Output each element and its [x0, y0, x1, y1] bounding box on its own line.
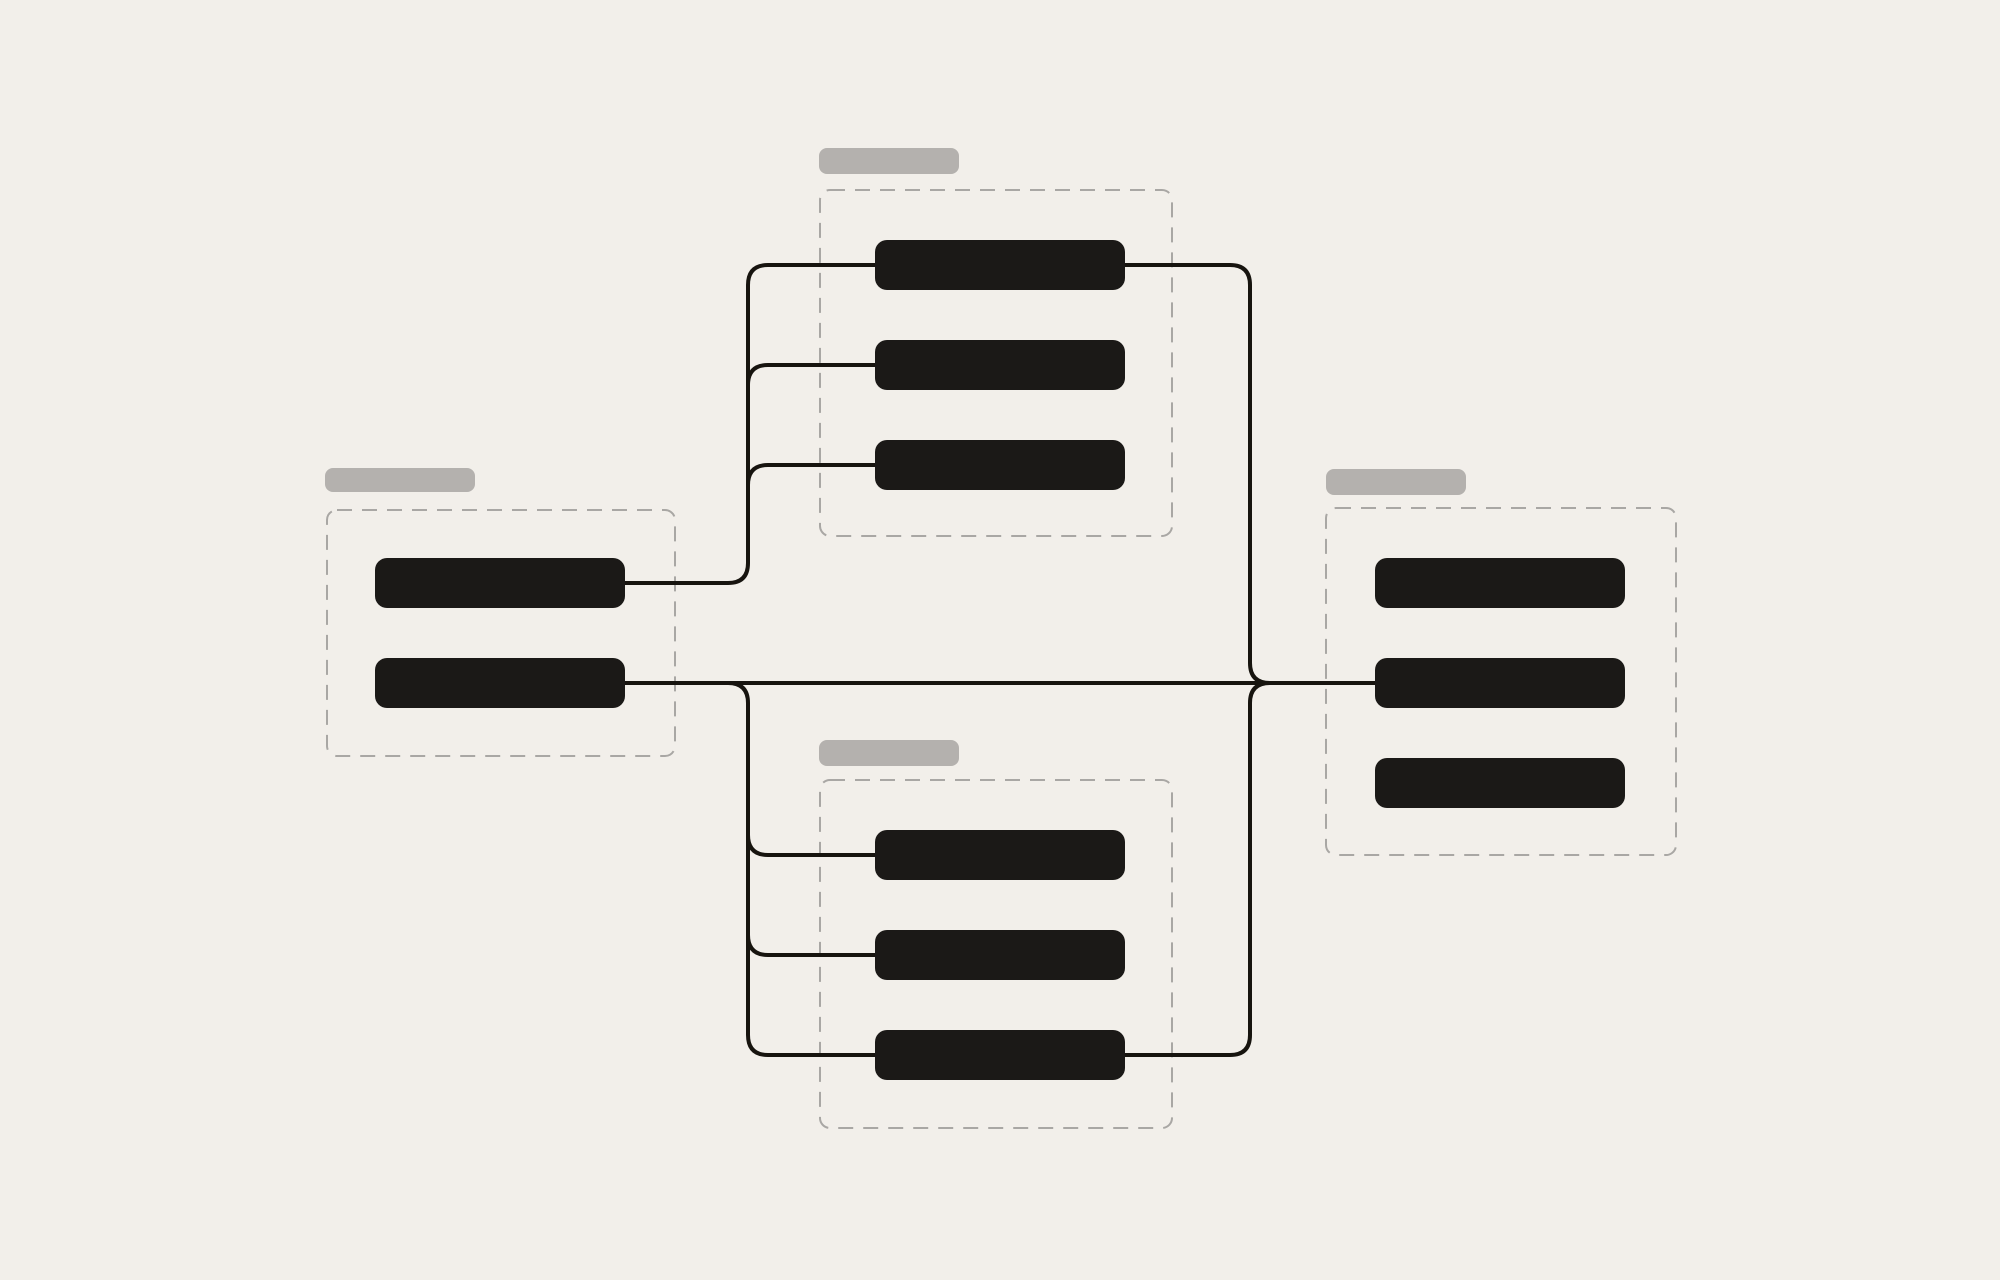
group-bottom-label-bar — [819, 740, 959, 766]
left-node-1-placeholder — [375, 558, 625, 608]
group-top-nodes — [820, 190, 1172, 536]
group-top-label-bar — [819, 148, 959, 174]
bottom-node-2-placeholder — [875, 930, 1125, 980]
left-node-2-placeholder — [375, 658, 625, 708]
group-left-label-bar — [325, 468, 475, 492]
group-left-nodes — [327, 510, 675, 756]
edge-left2-to-bottom1 — [746, 834, 875, 857]
bottom-node-3-placeholder — [875, 1030, 1125, 1080]
edge-left1-to-top2 — [746, 363, 875, 386]
edge-left2-to-bottom3 — [727, 681, 875, 1057]
bottom-node-1-placeholder — [875, 830, 1125, 880]
edge-left2-to-bottom2 — [746, 934, 875, 957]
group-right-nodes — [1326, 508, 1676, 855]
group-right-frame — [1325, 507, 1677, 856]
top-node-2-placeholder — [875, 340, 1125, 390]
right-node-2-placeholder — [1375, 658, 1625, 708]
top-node-1-placeholder — [875, 240, 1125, 290]
top-node-3-placeholder — [875, 440, 1125, 490]
group-right-label-bar — [1326, 469, 1466, 495]
right-node-3-placeholder — [1375, 758, 1625, 808]
group-top-frame — [819, 189, 1173, 537]
edge-bottom3-to-merge — [1125, 681, 1271, 1057]
edge-left1-to-top1 — [625, 263, 875, 585]
right-node-1-placeholder — [1375, 558, 1625, 608]
group-left-frame — [326, 509, 676, 757]
edge-top1-to-merge — [1125, 263, 1271, 685]
group-bottom-nodes — [820, 780, 1172, 1128]
edge-left1-to-top3 — [746, 463, 875, 486]
